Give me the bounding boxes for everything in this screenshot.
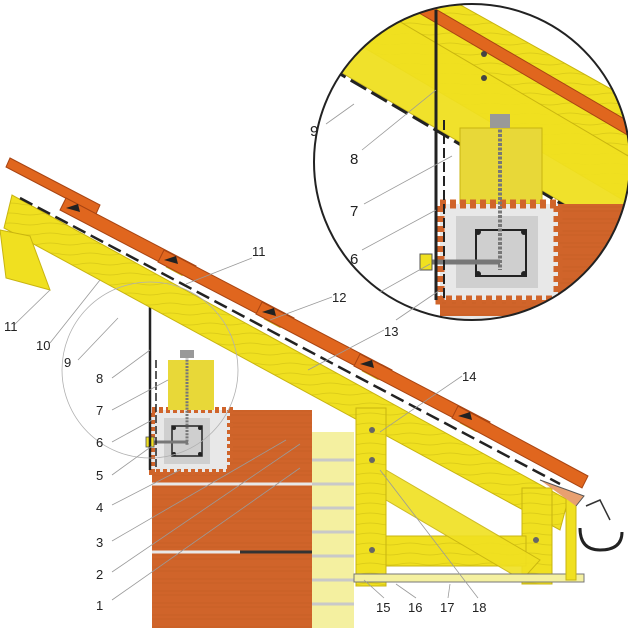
gutter bbox=[578, 527, 624, 552]
detail-callout-6: 6 bbox=[350, 251, 358, 268]
callout-1: 1 bbox=[96, 598, 103, 613]
callout-18: 18 bbox=[472, 600, 486, 615]
callout-7: 7 bbox=[96, 403, 103, 418]
detail-callout-9: 9 bbox=[310, 123, 318, 140]
rack-post bbox=[355, 407, 387, 587]
callouts-detail: 9 8 7 6 bbox=[310, 123, 358, 268]
callouts-main: 1 2 3 4 5 6 7 8 9 10 11 11 12 13 14 15 1… bbox=[4, 244, 486, 615]
callout-13: 13 bbox=[384, 324, 398, 339]
fascia bbox=[565, 493, 577, 581]
leader-lines bbox=[13, 89, 479, 601]
callout-17: 17 bbox=[440, 600, 454, 615]
callout-8: 8 bbox=[96, 371, 103, 386]
callout-12: 12 bbox=[332, 290, 346, 305]
wall-plate bbox=[168, 360, 214, 410]
callout-9: 9 bbox=[64, 355, 71, 370]
callout-16: 16 bbox=[408, 600, 422, 615]
soffit bbox=[353, 573, 585, 583]
callout-11-top: 11 bbox=[252, 244, 266, 259]
roof-tiles bbox=[5, 157, 589, 489]
detail-callout-8: 8 bbox=[350, 151, 358, 168]
callout-4: 4 bbox=[96, 500, 103, 515]
tile-shadows bbox=[66, 204, 472, 420]
detail-focus-circle bbox=[61, 281, 239, 459]
detail-callout-7: 7 bbox=[350, 203, 358, 220]
callout-2: 2 bbox=[96, 567, 103, 582]
callout-6: 6 bbox=[96, 435, 103, 450]
callout-15: 15 bbox=[376, 600, 390, 615]
callout-5: 5 bbox=[96, 468, 103, 483]
callout-3: 3 bbox=[96, 535, 103, 550]
callout-10: 10 bbox=[36, 338, 50, 353]
facing-brick-column bbox=[312, 432, 354, 628]
callout-11-left: 11 bbox=[4, 319, 18, 334]
callout-14: 14 bbox=[462, 369, 476, 384]
